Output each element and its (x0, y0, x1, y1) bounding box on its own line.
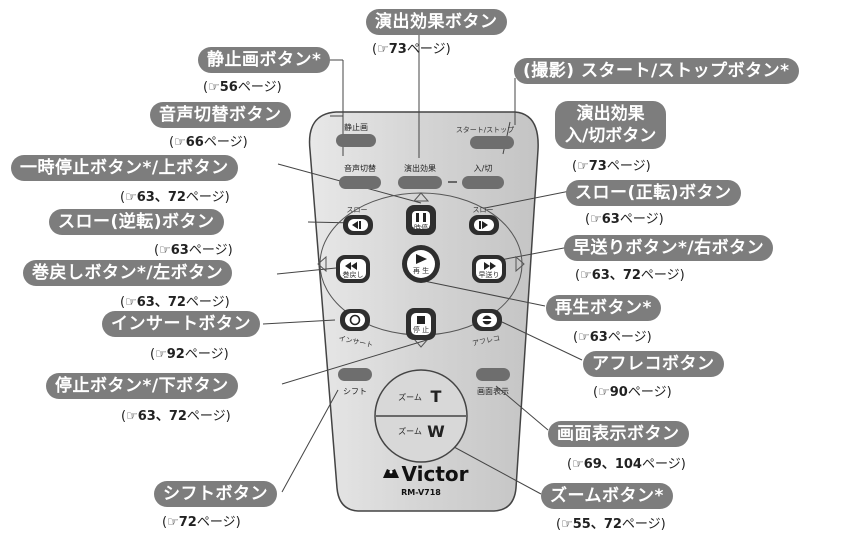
slow-forward-button-ref: (☞63ページ) (585, 212, 664, 227)
afreco-icon (482, 315, 492, 325)
rewind-button-callout: 巻戻しボタン*/左ボタン (23, 260, 233, 286)
rewind-icon (345, 262, 357, 270)
display-button-callout: 画面表示ボタン (548, 421, 689, 447)
zoom-button-callout: ズームボタン* (541, 483, 673, 509)
fast-forward-button-callout: 早送りボタン*/右ボタン (564, 235, 774, 261)
fast-forward-button-sublabel: 早送り (479, 270, 500, 279)
left-triangle-icon (317, 255, 327, 273)
stop-icon (417, 316, 425, 324)
rewind-button[interactable]: 巻戻し (336, 255, 370, 283)
afreco-button-callout: アフレコボタン (583, 351, 724, 377)
effect-button-label: 演出効果 (404, 163, 436, 173)
pause-button-ref: (☞63、72ページ) (120, 190, 230, 205)
still-button[interactable]: 静止画 (336, 122, 376, 147)
fast-forward-button[interactable]: 早送り (472, 255, 506, 283)
zoom-tele-button[interactable]: ズーム T (398, 387, 441, 406)
pause-button[interactable]: 一時停止 (406, 205, 436, 235)
sound-switch-button[interactable]: 音声切替 (339, 163, 381, 189)
slow-forward-button-callout: スロー(正転)ボタン (566, 180, 741, 206)
slow-reverse-icon (352, 221, 361, 229)
fast-forward-icon (484, 262, 496, 270)
effect-button-callout: 演出効果ボタン (366, 9, 507, 35)
pause-button-sublabel: 一時停止 (407, 223, 435, 232)
zoom-t-letter: T (431, 387, 442, 406)
slow-reverse-button[interactable] (343, 215, 373, 235)
zoom-button-ref: (☞55、72ページ) (556, 517, 666, 532)
rewind-button-sublabel: 巻戻し (343, 270, 364, 279)
stop-button-ref: (☞63、72ページ) (121, 409, 231, 424)
start-stop-button-label: スタート/ストップ (456, 125, 514, 134)
shift-button-label: シフト (343, 387, 367, 396)
shift-button-callout: シフトボタン (154, 481, 277, 507)
play-button[interactable]: 再 生 (402, 245, 440, 283)
start-stop-button-callout: (撮影) スタート/ストップボタン* (514, 58, 799, 84)
shift-button-ref: (☞72ページ) (162, 515, 241, 530)
zoom-t-small-label: ズーム (398, 392, 422, 402)
display-button-label: 画面表示 (477, 386, 509, 396)
insert-button-ref: (☞92ページ) (150, 347, 229, 362)
play-icon (416, 254, 427, 264)
slow-reverse-button-ref: (☞63ページ) (154, 243, 233, 258)
sound-switch-button-ref: (☞66ページ) (169, 135, 248, 150)
still-button-ref: (☞56ページ) (203, 80, 282, 95)
effect-button-ref: (☞73ページ) (372, 42, 451, 57)
victor-dog-logo-icon (383, 469, 399, 478)
play-button-callout: 再生ボタン* (546, 295, 661, 321)
effect-onoff-button-label: 入/切 (474, 164, 493, 173)
zoom-wide-button[interactable]: ズーム W (398, 422, 445, 441)
effect-onoff-callout-line2: 入/切ボタン (565, 126, 657, 146)
display-button[interactable]: 画面表示 (476, 368, 510, 396)
zoom-w-letter: W (427, 422, 445, 441)
effect-onoff-button[interactable]: 入/切 (462, 164, 504, 189)
play-button-ref: (☞63ページ) (573, 330, 652, 345)
still-button-label: 静止画 (344, 122, 368, 132)
stop-button-callout: 停止ボタン*/下ボタン (46, 373, 238, 399)
afreco-button[interactable]: アフレコ (472, 309, 502, 348)
zoom-w-small-label: ズーム (398, 426, 422, 436)
zoom-button[interactable]: ズーム T ズーム W (374, 369, 468, 463)
effect-onoff-button-ref: (☞73ページ) (572, 159, 651, 174)
effect-button[interactable]: 演出効果 (398, 163, 442, 189)
insert-icon (349, 314, 361, 326)
pause-button-callout: 一時停止ボタン*/上ボタン (11, 155, 238, 181)
effect-onoff-button-callout: 演出効果 入/切ボタン (555, 101, 667, 149)
afreco-button-ref: (☞90ページ) (593, 385, 672, 400)
right-triangle-icon (515, 255, 525, 273)
still-button-callout: 静止画ボタン* (198, 47, 331, 73)
stop-button[interactable]: 停 止 (406, 308, 436, 340)
slow-reverse-top-label: スロー (347, 206, 368, 214)
fast-forward-button-ref: (☞63、72ページ) (575, 268, 685, 283)
rewind-button-ref: (☞63、72ページ) (120, 295, 230, 310)
play-button-sublabel: 再 生 (413, 266, 429, 275)
slow-reverse-button-callout: スロー(逆転)ボタン (49, 209, 224, 235)
sound-switch-button-callout: 音声切替ボタン (150, 102, 291, 128)
start-stop-button[interactable]: スタート/ストップ (456, 125, 514, 149)
pause-icon (416, 213, 426, 222)
effect-onoff-callout-line1: 演出効果 (576, 104, 645, 124)
model-number: RM-V718 (401, 488, 441, 497)
stop-button-sublabel: 停 止 (413, 325, 429, 334)
sound-switch-button-label: 音声切替 (344, 163, 376, 173)
brand-logo: Victor (401, 462, 468, 486)
up-triangle-icon (412, 192, 430, 202)
slow-forward-button[interactable] (469, 215, 499, 235)
slow-forward-top-label: スロー (473, 206, 494, 214)
shift-button[interactable]: シフト (338, 368, 372, 396)
insert-button-callout: インサートボタン (102, 311, 260, 337)
slow-forward-icon (479, 221, 488, 229)
display-button-ref: (☞69、104ページ) (567, 457, 686, 472)
